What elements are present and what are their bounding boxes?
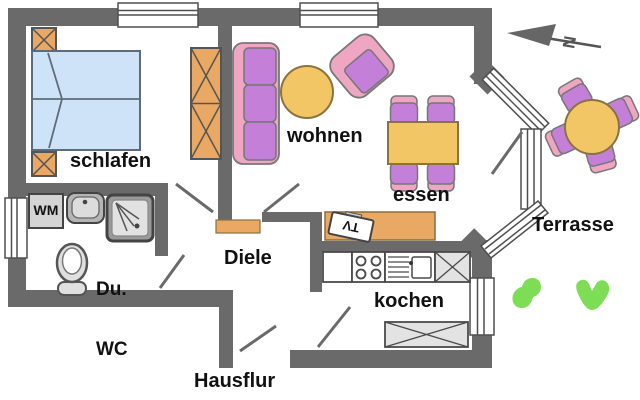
bath-fixtures xyxy=(28,192,155,296)
window-bay-upper-diagonal xyxy=(481,67,550,136)
windows xyxy=(4,2,550,336)
room-label-terrasse: Terrasse xyxy=(532,214,614,236)
door-swing-schlafen[interactable] xyxy=(175,182,214,214)
double-bed-icon xyxy=(31,50,141,151)
wall-kitchen-right-lower xyxy=(472,335,492,368)
nightstand-icon xyxy=(31,151,57,177)
washing-machine-icon xyxy=(28,193,64,229)
wall-diele-top-right xyxy=(262,212,322,222)
bush-icon xyxy=(576,279,610,310)
tv-icon: TV xyxy=(327,211,375,243)
door-swing-terrace[interactable] xyxy=(490,131,524,175)
kitchen-cabinet-icon xyxy=(434,251,471,283)
wardrobe-icon xyxy=(190,47,222,160)
wall-left-upper xyxy=(8,8,26,198)
stove-icon xyxy=(351,251,386,283)
terrace-table-icon xyxy=(564,99,620,155)
sink-icon xyxy=(384,251,436,283)
washbasin-icon xyxy=(66,192,105,224)
window-schlafen xyxy=(117,2,199,28)
terrace-door[interactable] xyxy=(520,128,542,210)
armchair-icon xyxy=(329,33,395,99)
doormat xyxy=(215,219,261,234)
wall-bath-top xyxy=(8,183,168,196)
room-label-hausflur: Hausflur xyxy=(194,370,276,392)
door-swings xyxy=(158,131,524,353)
schlafen-furniture xyxy=(31,27,222,177)
sofa-icon xyxy=(232,42,280,165)
window-wohnen xyxy=(299,2,379,28)
shower-icon xyxy=(105,193,155,243)
bad-label-line1: Du. xyxy=(96,279,127,300)
wall-essen-kochen xyxy=(322,241,474,252)
washing-machine-label: WM xyxy=(33,202,59,218)
room-label-schlafen: schlafen xyxy=(70,150,152,172)
dining-chair-icon xyxy=(426,162,456,192)
wall-entry-side xyxy=(219,290,233,368)
window-bath-left xyxy=(4,197,28,259)
dining-chair-icon xyxy=(389,95,419,125)
room-label-wohnen: wohnen xyxy=(287,125,363,147)
essen-furniture xyxy=(387,95,459,192)
bush-icon xyxy=(512,277,541,308)
terrace-furniture xyxy=(512,77,640,310)
wall-bottom xyxy=(290,350,491,368)
wall-diele-kochen xyxy=(310,212,322,292)
room-label-bad: Du. WC xyxy=(96,240,128,380)
dining-chair-icon xyxy=(426,95,456,125)
sideboard: TV xyxy=(324,211,436,243)
bad-label-line2: WC xyxy=(96,339,128,360)
north-arrow-icon: N xyxy=(507,24,602,50)
counter-icon xyxy=(322,251,353,283)
door-swing-wohnen[interactable] xyxy=(263,182,300,214)
door-swing-kochen[interactable] xyxy=(316,306,352,348)
door-swing-bath[interactable] xyxy=(158,254,186,289)
wall-top xyxy=(8,8,492,26)
room-label-essen: essen xyxy=(393,184,450,206)
coffee-table-icon xyxy=(280,65,334,119)
wohnen-furniture xyxy=(232,33,395,165)
nightstand-icon xyxy=(31,27,57,53)
room-label-kochen: kochen xyxy=(374,290,445,312)
tv-label: TV xyxy=(341,217,361,235)
kitchen-fixtures xyxy=(322,251,471,348)
room-label-diele: Diele xyxy=(224,247,272,269)
kitchen-cabinet-icon xyxy=(384,321,469,348)
window-kitchen-right xyxy=(469,277,495,336)
north-label: N xyxy=(559,34,580,49)
toilet-icon xyxy=(55,242,89,296)
door-swing-entrance[interactable] xyxy=(239,324,277,353)
window-bay-lower-diagonal xyxy=(479,199,550,260)
dining-table-icon xyxy=(387,121,459,165)
wall-bath-right xyxy=(155,196,168,256)
